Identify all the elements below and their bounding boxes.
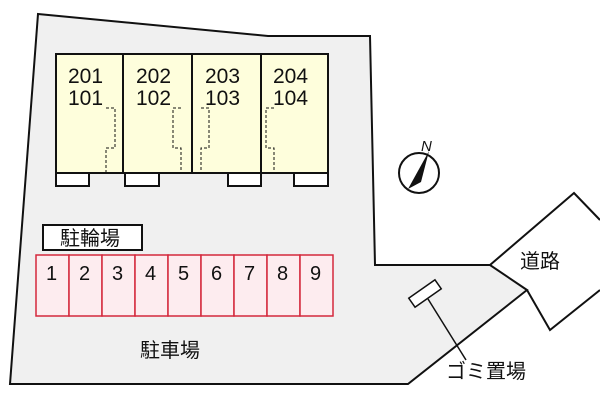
unit-lower-number: 103 (205, 87, 240, 110)
road-edge (489, 191, 600, 266)
unit-block: 203 103 (191, 53, 262, 187)
garbage-area: ゴミ置場 (407, 278, 526, 383)
parking-space-number: 8 (277, 263, 288, 285)
unit-lower-number: 102 (136, 87, 171, 110)
parking-space: 9 (299, 254, 334, 317)
unit-block: 204 104 (260, 53, 329, 187)
north-compass: N (398, 138, 440, 194)
apartment-building: 201 101 202 102 203 103 204 104 (55, 53, 329, 187)
garbage-leader-line (427, 298, 467, 361)
parking-space-number: 7 (244, 263, 255, 285)
parking-space-number: 4 (145, 263, 156, 285)
unit-upper-number: 203 (205, 65, 240, 88)
unit-upper-number: 202 (136, 65, 171, 88)
parking-space: 5 (167, 254, 202, 317)
unit-upper-number: 204 (273, 65, 308, 88)
road-edge (526, 289, 600, 332)
unit-block: 201 101 (55, 53, 124, 187)
road-label: 道路 (520, 249, 560, 273)
parking-space-number: 1 (46, 263, 57, 285)
parking-space: 1 (35, 254, 70, 317)
parking-space-number: 5 (178, 263, 189, 285)
compass-needle (408, 151, 429, 189)
unit-upper-number: 201 (68, 65, 103, 88)
unit-block: 202 102 (122, 53, 193, 187)
parking-space: 4 (134, 254, 169, 317)
parking-space: 2 (68, 254, 103, 317)
north-label: N (421, 138, 432, 155)
parking-space: 3 (101, 254, 136, 317)
parking-space-number: 9 (310, 263, 321, 285)
unit-lower-number: 104 (273, 87, 308, 110)
parking-space-number: 6 (211, 263, 222, 285)
unit-lower-number: 101 (68, 87, 103, 110)
parking-lot-label: 駐車場 (140, 338, 200, 362)
parking-row: 1 2 3 4 5 6 7 8 (35, 254, 334, 317)
parking-space: 6 (200, 254, 235, 317)
parking-space-number: 3 (112, 263, 123, 285)
parking-space: 7 (233, 254, 268, 317)
bicycle-parking-label: 駐輪場 (60, 226, 120, 250)
parking-space: 8 (266, 254, 301, 317)
bicycle-parking: 駐輪場 (42, 224, 143, 251)
parking-space-number: 2 (79, 263, 90, 285)
garbage-box (407, 278, 443, 309)
garbage-area-label: ゴミ置場 (446, 359, 526, 383)
